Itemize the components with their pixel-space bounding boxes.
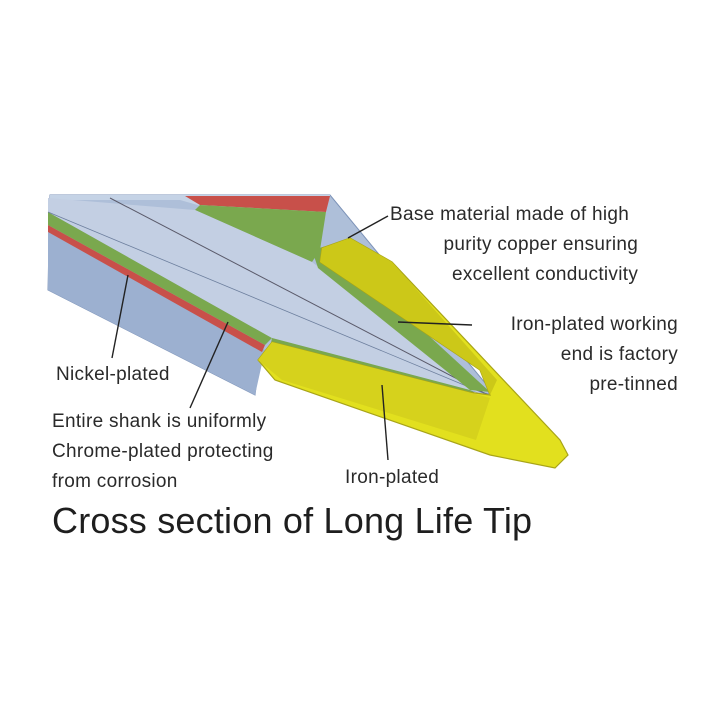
leader-iron-working: [397, 321, 473, 326]
iron-layer-bottom: [48, 212, 272, 345]
diagram-title: Cross section of Long Life Tip: [52, 500, 533, 541]
iron-working-line-3: pre-tinned: [589, 374, 678, 395]
base-material-line-3: excellent conductivity: [452, 264, 639, 285]
base-material-line-1: Base material made of high: [390, 204, 630, 225]
iron-working-line-1: Iron-plated working: [510, 314, 678, 335]
chrome-shank-line-2: Chrome-plated protecting: [52, 441, 274, 462]
shank-bottom-face: [48, 232, 265, 395]
iron-working-line-2: end is factory: [560, 344, 678, 365]
iron-layer-top: [195, 205, 326, 262]
iron-plated-callout: Iron-plated: [345, 467, 440, 488]
core-line-upper: [109, 197, 489, 396]
core-line-lower: [47, 211, 489, 396]
chrome-shank-line-1: Entire shank is uniformly: [52, 411, 267, 432]
base-material-callout: Base material made of high purity copper…: [390, 200, 638, 290]
leader-nickel: [111, 274, 129, 359]
copper-core: [48, 198, 488, 395]
leader-chrome: [189, 321, 229, 409]
leader-base-material: [347, 215, 389, 239]
chrome-shank-callout: Entire shank is uniformly Chrome-plated …: [52, 407, 274, 497]
iron-working-end-callout: Iron-plated working end is factory pre-t…: [478, 310, 678, 400]
tinned-tip-lower-face: [258, 342, 490, 440]
nickel-plated-callout: Nickel-plated: [56, 364, 170, 385]
nickel-layer-bottom: [48, 225, 265, 352]
base-material-line-2: purity copper ensuring: [443, 234, 639, 255]
leader-lines: [111, 215, 473, 461]
nickel-layer-top: [185, 196, 330, 212]
tinned-tip-bevel: [320, 238, 497, 395]
leader-iron-plated: [381, 384, 389, 461]
chrome-shank-line-3: from corrosion: [52, 471, 178, 492]
